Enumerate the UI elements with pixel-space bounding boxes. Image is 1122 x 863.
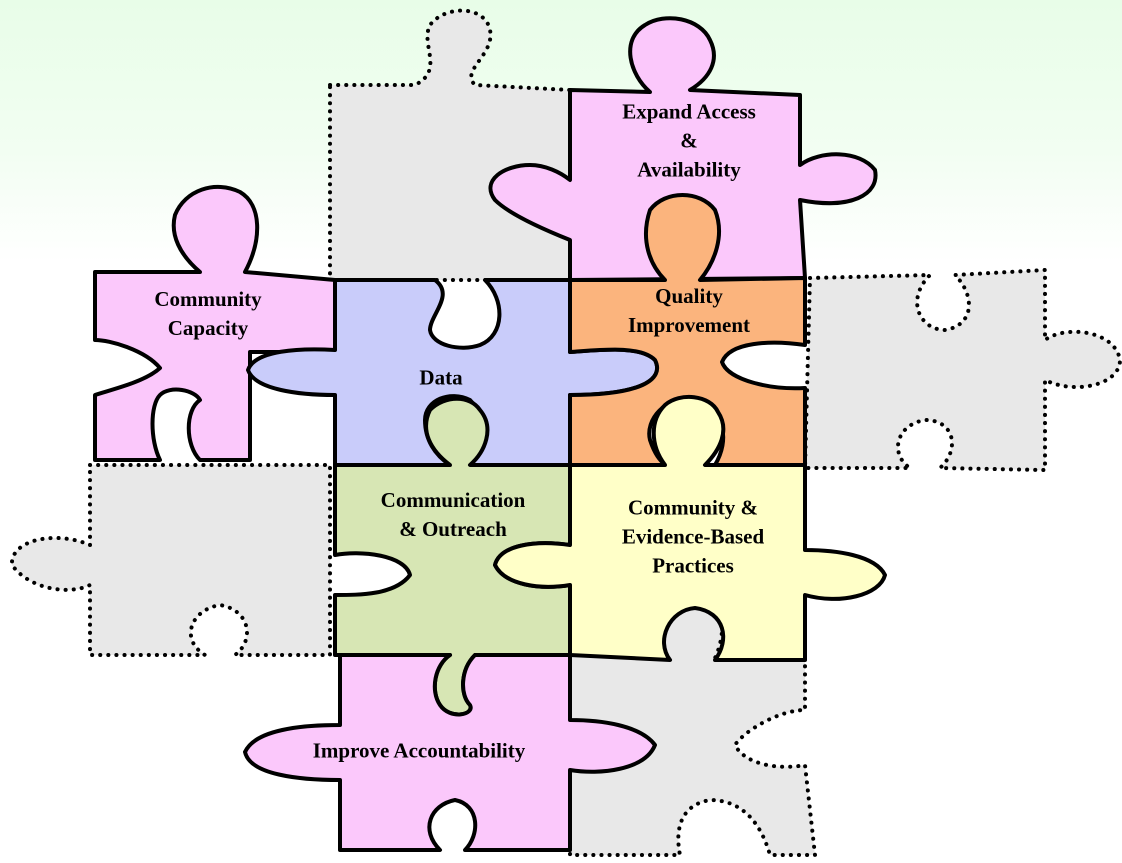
ghost-piece-left [10, 463, 332, 657]
label-line: Improvement [627, 313, 751, 337]
label-data: Data [419, 364, 462, 393]
label-improve-accountability: Improve Accountability [313, 737, 526, 766]
pieces [93, 16, 887, 852]
label-line: Community [154, 287, 262, 311]
label-line: & [680, 128, 698, 153]
piece-improve-accountability [243, 653, 657, 852]
piece-expand-access [488, 16, 878, 282]
label-line: Communication [380, 488, 526, 512]
label-line: Expand Access [622, 99, 756, 124]
label-community-capacity: Community Capacity [154, 285, 261, 343]
label-line: Community & [627, 495, 759, 520]
label-evidence-based-practices: Community & Evidence-Based Practices [622, 494, 764, 581]
ghost-piece-top [328, 8, 572, 282]
label-quality-improvement: Quality Improvement [628, 282, 750, 340]
label-line: Availability [637, 157, 741, 182]
label-line: Evidence-Based [621, 524, 765, 549]
label-communication-outreach: Communication & Outreach [381, 486, 526, 544]
label-line: Improve Accountability [312, 738, 526, 763]
label-line: Practices [652, 553, 734, 578]
piece-evidence-based [493, 394, 887, 662]
label-expand-access: Expand Access & Availability [622, 98, 756, 185]
ghost-piece-right-upper [803, 268, 1122, 472]
label-line: Data [419, 365, 463, 390]
label-line: Capacity [167, 316, 249, 340]
label-line: Quality [655, 284, 723, 308]
piece-community-capacity [93, 184, 337, 462]
label-line: & Outreach [399, 517, 507, 541]
